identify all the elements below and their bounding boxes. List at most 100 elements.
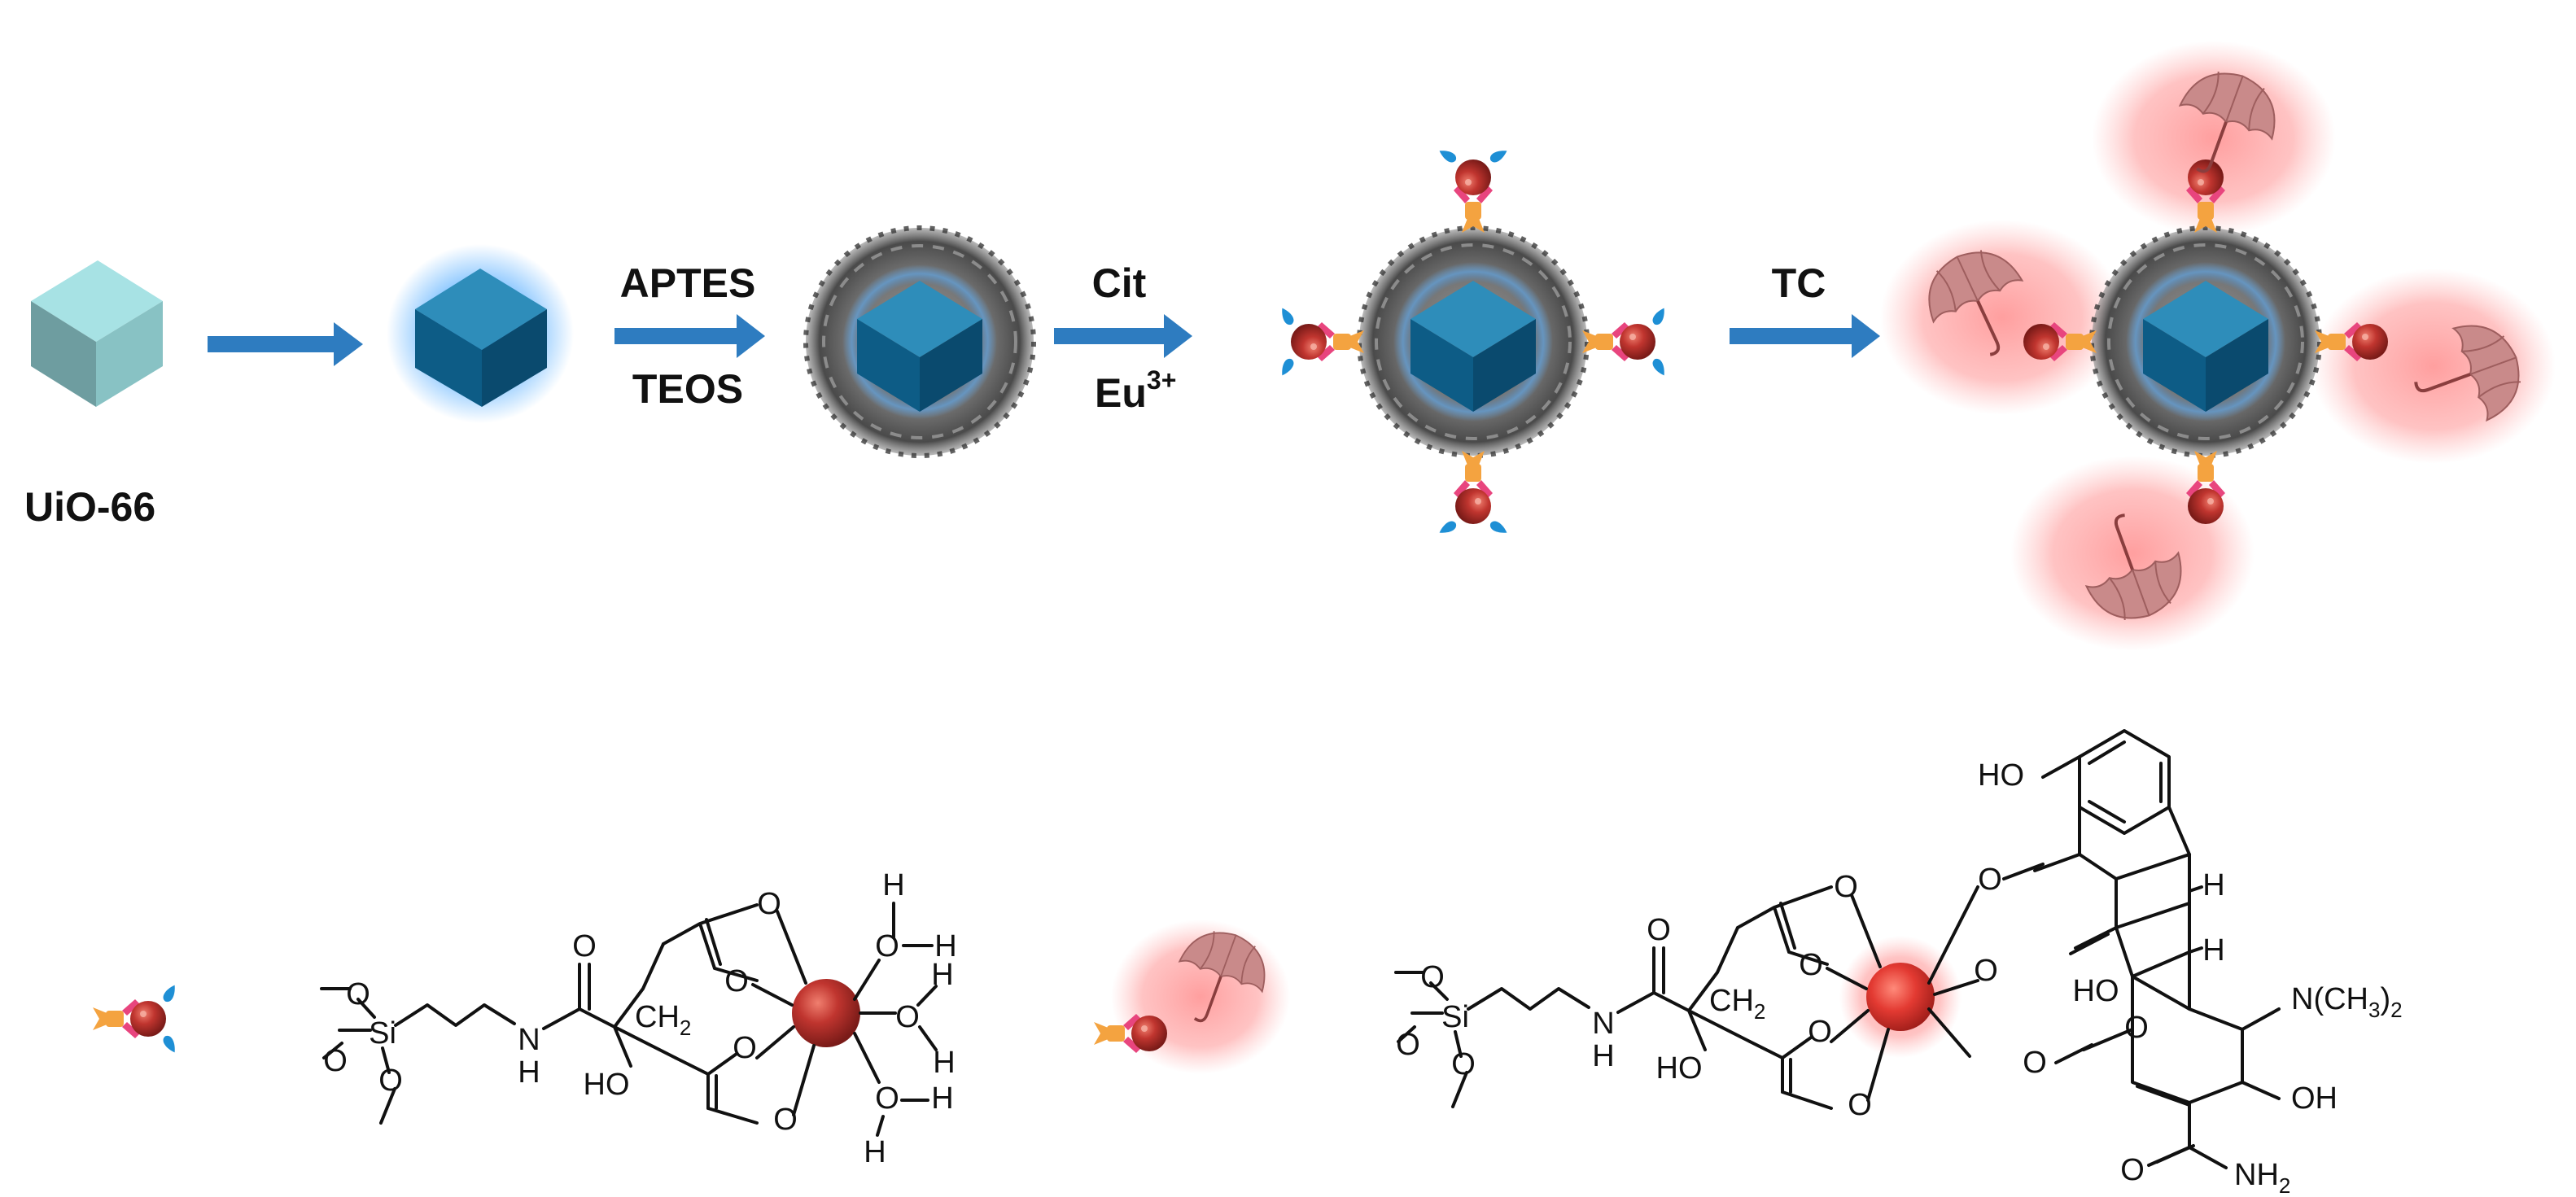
c2-nh2-sub: 2	[2279, 1173, 2290, 1193]
uio66-label: UiO-66	[24, 484, 155, 530]
arrow3-bottom-label: Eu3+	[1095, 365, 1176, 416]
eu-ion-icon	[1455, 159, 1491, 195]
tc-umbrella-icon	[2084, 513, 2182, 620]
citrate-arm-icon	[2049, 345, 2067, 361]
arrow-step1	[208, 322, 363, 366]
citrate-arm-icon	[1317, 322, 1335, 339]
c2-h-5a: H	[2202, 933, 2224, 968]
eu-citrate-complex	[2315, 322, 2388, 361]
c1-n: N	[518, 1023, 540, 1057]
c2-o-ring: O	[2023, 1046, 2047, 1080]
linker-icon	[1094, 1022, 1110, 1045]
eu-ion-icon	[2023, 324, 2059, 360]
eu-ion-icon	[2188, 488, 2224, 524]
c1-o1: O	[346, 977, 370, 1011]
c1-ch2-sub: 2	[680, 1016, 691, 1040]
c2-h-4a: H	[2202, 868, 2224, 902]
eu-ion-icon	[1455, 488, 1491, 524]
c1-w1-o: O	[875, 929, 899, 963]
eu-ion-icon	[2188, 159, 2224, 195]
c2-o-amide: O	[1647, 913, 1671, 947]
c1-o2: O	[323, 1044, 348, 1078]
tc-umbrella-icon	[2414, 325, 2521, 422]
arrow4-top-label: TC	[1772, 260, 1826, 306]
c2-ho-12a: HO	[2073, 974, 2119, 1008]
activated-cube	[387, 244, 574, 423]
linker-icon	[2194, 451, 2217, 467]
c2-ch2-base: CH	[1709, 984, 1754, 1018]
structure-eu-cit-water: O Si O O N H O HO CH2 O O O O O H H O H …	[320, 868, 957, 1169]
c2-o-ketone: O	[1978, 863, 2002, 897]
arrow-step2	[614, 314, 765, 358]
c2-o-up2: O	[1799, 948, 1823, 982]
citrate-arm-icon	[2209, 480, 2225, 498]
legend-eu-cit-tc-icon	[1094, 920, 1290, 1074]
eu-citrate-complex	[1094, 1014, 1167, 1053]
linker-icon	[1462, 451, 1485, 467]
c1-o-up2: O	[724, 964, 749, 998]
citrate-arm-icon	[1454, 480, 1470, 498]
c2-ho-phenol: HO	[1978, 758, 2024, 793]
eu-ion-icon	[1620, 324, 1655, 360]
c1-eu-atom	[792, 979, 860, 1047]
c2-nh2-base: NH	[2234, 1158, 2279, 1192]
c1-w1-h2: H	[934, 929, 956, 963]
citrate-arm-icon	[1123, 1014, 1141, 1030]
citrate-arm-icon	[1476, 186, 1493, 203]
c1-o-amide: O	[572, 929, 597, 963]
c1-w3-o: O	[875, 1081, 899, 1116]
arrow2-top-label: APTES	[620, 260, 756, 306]
c2-o2: O	[1396, 1028, 1420, 1062]
citrate-arm-icon	[1454, 186, 1470, 203]
water-drop-icon	[1282, 358, 1294, 376]
c2-oh-3: OH	[2291, 1081, 2338, 1116]
citrate-arm-icon	[2344, 322, 2362, 339]
citrate-arm-icon	[1317, 345, 1335, 361]
c1-w1-h1: H	[882, 868, 904, 902]
c1-w3-h2: H	[864, 1135, 886, 1169]
linker-icon	[1582, 330, 1599, 353]
citrate-arm-icon	[2209, 186, 2225, 203]
eu-citrate-complex	[1582, 308, 1664, 376]
c2-o-amide2: O	[2120, 1153, 2145, 1187]
red-glow	[2092, 41, 2336, 236]
eu-citrate-complex	[2023, 322, 2097, 361]
c2-o1: O	[1420, 960, 1445, 994]
c2-o-lo1: O	[1808, 1015, 1832, 1049]
eu-citrate-complex	[2186, 159, 2225, 233]
linker-icon	[93, 1007, 109, 1030]
tc-umbrella-icon	[1928, 250, 2024, 356]
c1-o-lo2: O	[773, 1103, 798, 1137]
uio66-cube	[31, 260, 163, 407]
water-drop-icon	[1652, 358, 1664, 376]
citrate-arm-icon	[1123, 1037, 1141, 1053]
c2-n: N	[1592, 1007, 1614, 1041]
eu-citrate-complex	[2186, 451, 2225, 524]
c2-nh: H	[1592, 1039, 1614, 1073]
water-drop-icon	[1282, 308, 1294, 325]
arrow-step3	[1054, 314, 1192, 358]
c2-si: Si	[1441, 1000, 1469, 1034]
citrate-arm-icon	[1476, 480, 1493, 498]
eu-citrate-complex	[93, 985, 175, 1053]
c2-nme2: N(CH3)2	[2291, 982, 2403, 1022]
c2-nme2-base: N(CH	[2291, 982, 2368, 1016]
c2-o3: O	[1451, 1047, 1476, 1081]
citrate-arm-icon	[2344, 345, 2362, 361]
c2-nme2-sub2: 2	[2390, 998, 2402, 1022]
c1-w3-h1: H	[931, 1081, 953, 1116]
c1-w2-o: O	[895, 1000, 920, 1034]
linker-icon	[2315, 330, 2331, 353]
linker-icon	[2080, 330, 2097, 353]
eu-ion-icon	[2352, 324, 2388, 360]
structure-eu-cit-tc: O Si O O N H O HO CH 2 O O O O HO O H O H	[1394, 729, 2403, 1197]
c1-ch2-base: CH	[635, 1000, 680, 1034]
water-drop-icon	[1439, 151, 1457, 163]
c1-nh: H	[518, 1055, 540, 1090]
c1-w2-h1: H	[931, 958, 953, 992]
c2-nme2-mid: )	[2380, 982, 2390, 1016]
water-drop-icon	[163, 985, 175, 1003]
arrow-step4	[1730, 314, 1880, 358]
c2-o-c1: O	[2124, 1011, 2149, 1045]
water-drop-icon	[163, 1035, 175, 1053]
